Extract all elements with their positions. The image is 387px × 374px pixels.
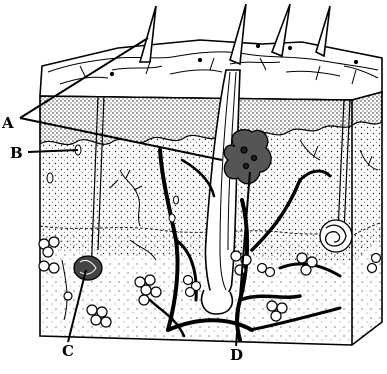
sweat-gland-right (320, 220, 352, 252)
label-c: C (62, 342, 74, 360)
sweat-gland-left (74, 256, 102, 280)
label-d: D (230, 346, 243, 364)
label-a: A (1, 114, 14, 132)
label-b: B (10, 144, 23, 162)
